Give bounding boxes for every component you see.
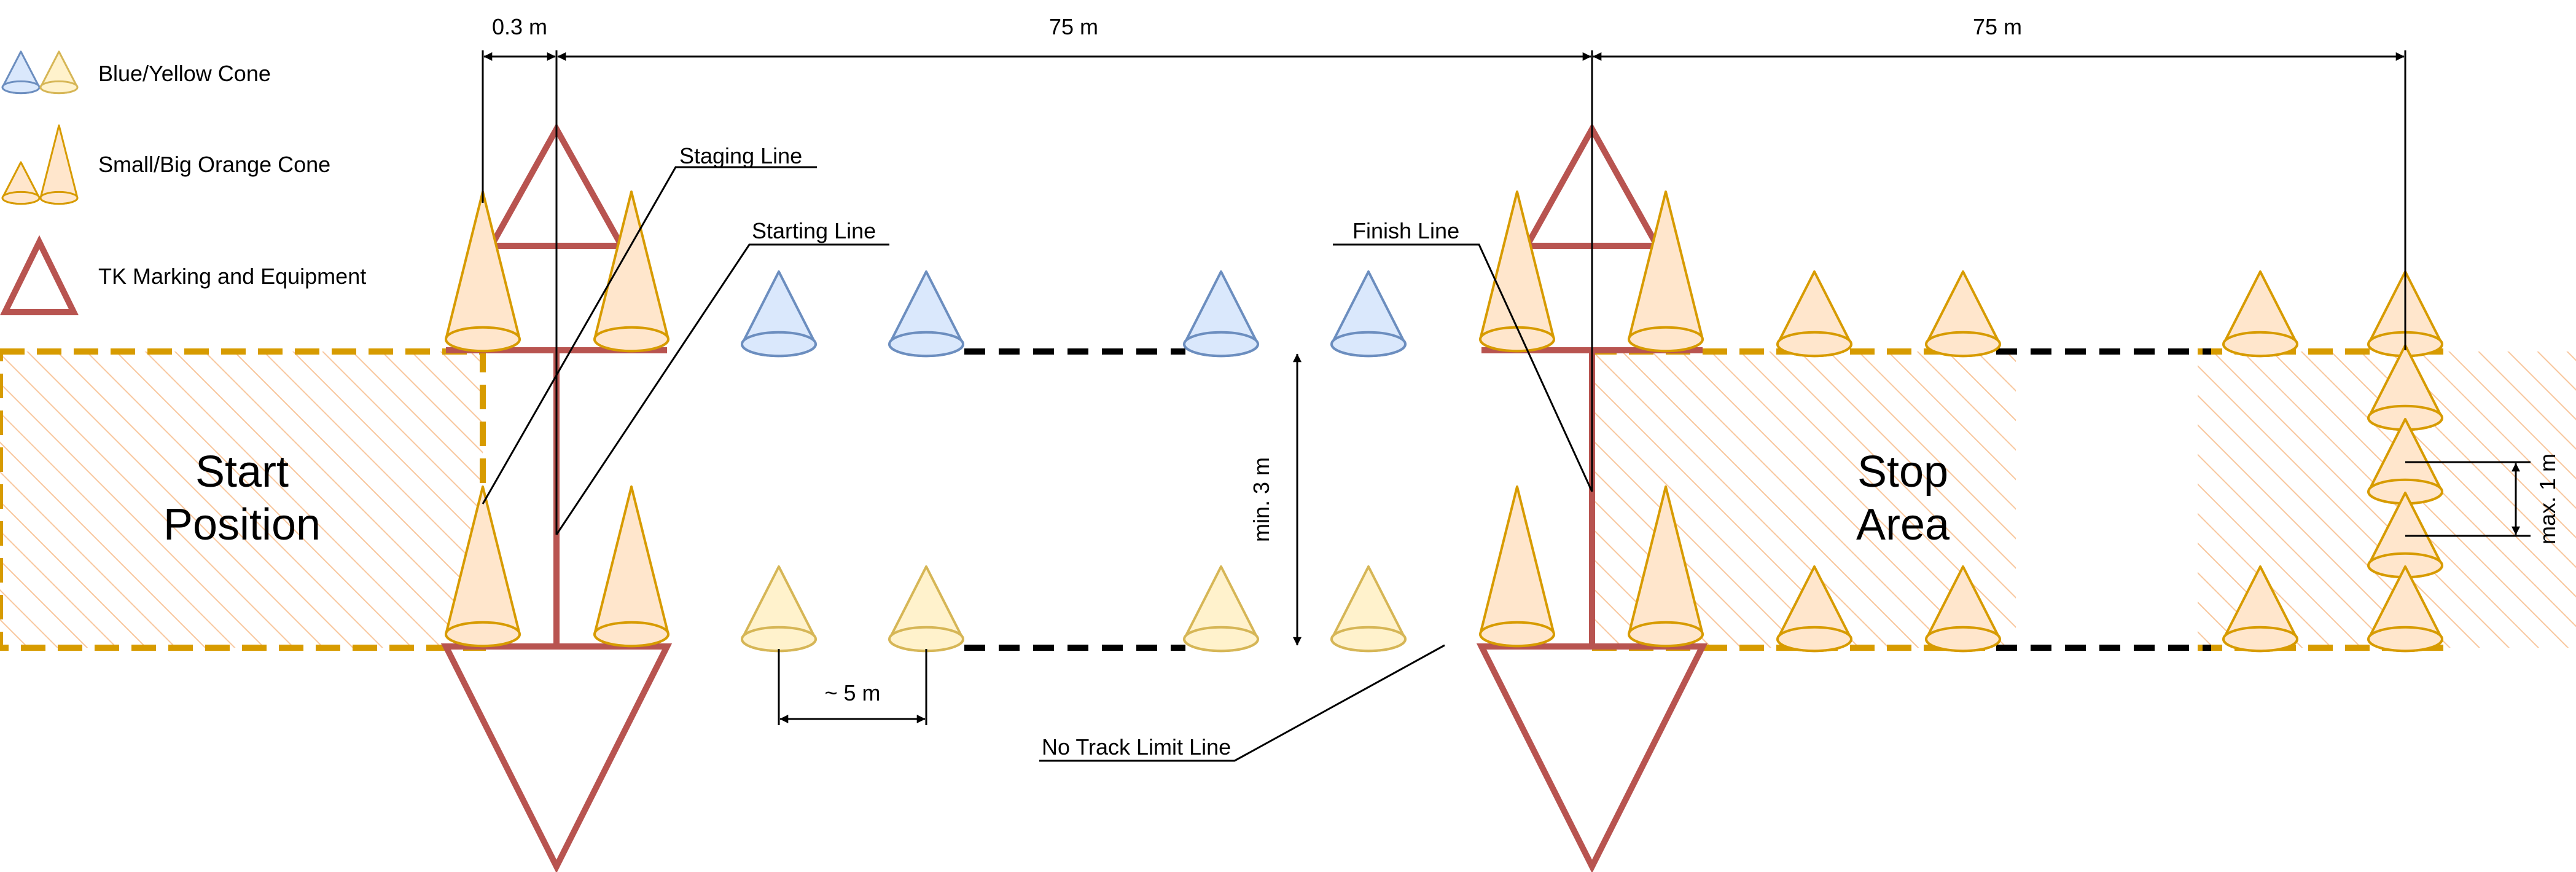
stop-cone-spacing-label: max. 1 m — [2535, 454, 2560, 544]
big-orange-cone — [1479, 485, 1555, 648]
big-orange-cone — [593, 485, 669, 648]
no-track-limit-leader — [1039, 644, 1445, 762]
callout-lines — [482, 166, 1593, 762]
yellow-cone — [741, 565, 817, 653]
legend-cone-icons — [1, 50, 79, 205]
small-orange-cone — [2367, 565, 2443, 653]
yellow-cone — [1183, 565, 1259, 653]
small-orange-cone — [1776, 565, 1852, 653]
blue-cone — [741, 270, 817, 358]
finish-line-leader — [1333, 243, 1593, 492]
legend: Blue/Yellow Cone Small/Big Orange Cone T… — [0, 50, 366, 315]
small-orange-cone — [1925, 565, 2001, 653]
blue-cone — [1183, 270, 1259, 358]
gap-label: 0.3 m — [492, 14, 547, 39]
first-section-label: 75 m — [1049, 14, 1098, 39]
finish-line-label: Finish Line — [1352, 218, 1459, 243]
dimension-lines — [483, 52, 2531, 725]
big-orange-cone — [593, 191, 669, 353]
big-orange-cone — [1628, 191, 1704, 353]
track-limit-lines — [964, 348, 2211, 651]
yellow-cone — [888, 565, 964, 653]
no-track-limit-line-label: No Track Limit Line — [1042, 734, 1231, 760]
starting-line-leader — [555, 243, 889, 535]
legend-small-orange-cone-icon — [1, 161, 41, 205]
track-width-label: min. 3 m — [1249, 457, 1274, 542]
legend-tk-triangle-icon — [0, 235, 79, 315]
legend-blue-yellow-cone-label: Blue/Yellow Cone — [98, 61, 271, 86]
blue-cone — [888, 270, 964, 358]
cone-spacing-label: ~ 5 m — [824, 680, 880, 705]
stop-area-label-line1: Stop — [1857, 447, 1948, 497]
legend-yellow-cone-icon — [39, 50, 79, 95]
staging-line-label: Staging Line — [679, 143, 802, 168]
big-orange-cone — [445, 485, 521, 648]
legend-orange-cone-label: Small/Big Orange Cone — [98, 152, 330, 177]
small-orange-cone — [2222, 565, 2298, 653]
blue-cone — [1330, 270, 1407, 358]
stop-area-label-line2: Area — [1856, 500, 1950, 549]
reference-lines — [482, 50, 2406, 535]
start-position-label-line1: Start — [195, 447, 289, 497]
legend-big-orange-cone-icon — [39, 124, 79, 205]
big-orange-cone — [445, 191, 521, 353]
small-orange-cone — [1776, 270, 1852, 358]
legend-blue-cone-icon — [1, 50, 41, 95]
yellow-cone — [1330, 565, 1407, 653]
start-position-label-line2: Position — [163, 500, 321, 549]
small-orange-cone — [1925, 270, 2001, 358]
starting-line-label: Starting Line — [752, 218, 876, 243]
legend-tk-marking-label: TK Marking and Equipment — [98, 264, 366, 289]
big-orange-cone — [1479, 191, 1555, 353]
big-orange-cone — [1628, 485, 1704, 648]
small-orange-cone — [2222, 270, 2298, 358]
staging-line-leader — [482, 166, 817, 505]
second-section-label: 75 m — [1973, 14, 2022, 39]
start-position-area — [0, 348, 486, 651]
